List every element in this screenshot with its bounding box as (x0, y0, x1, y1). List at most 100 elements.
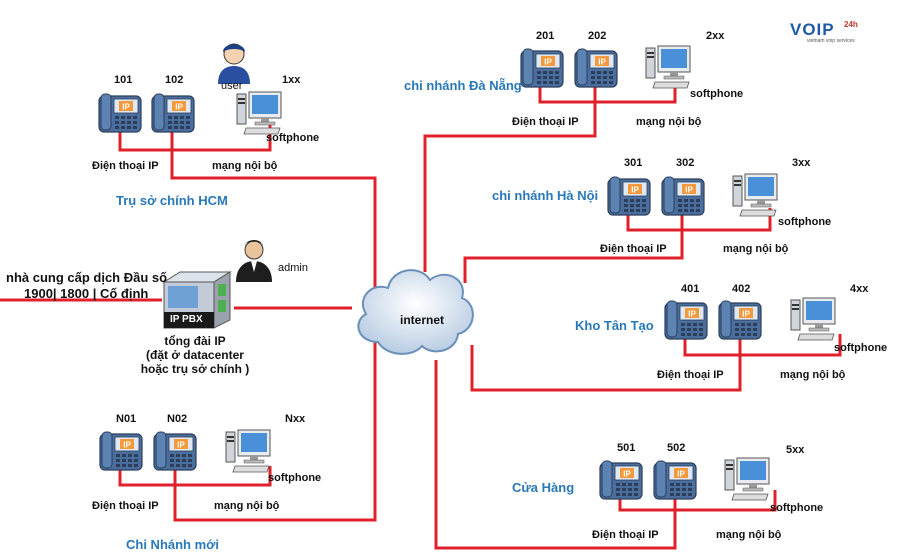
danang-lan-line (538, 82, 677, 104)
computer-icon (724, 456, 770, 502)
ext-label: 102 (165, 74, 184, 86)
svg-text:IP: IP (544, 58, 552, 67)
ext-label: 401 (681, 283, 700, 295)
branch-name: Chi Nhánh mới (126, 537, 220, 552)
ip-phone-icon: IP (606, 173, 652, 217)
danang-uplink-line (423, 86, 597, 272)
hcm-lan-line (118, 122, 272, 152)
ip-phone-icon: IP (660, 173, 706, 217)
admin-icon (236, 240, 272, 282)
ip-phone-icon: IP (150, 90, 196, 134)
ip-phone-icon: IP (652, 457, 698, 501)
computer-icon (236, 90, 282, 136)
svg-text:IP: IP (123, 441, 131, 450)
softphone-label: softphone (266, 132, 320, 144)
lan-label: mạng nội bộ (214, 500, 280, 512)
computer-icon (645, 44, 691, 90)
ext-label: 101 (114, 74, 133, 86)
branch-name: Kho Tân Tạo (575, 318, 654, 333)
softphone-label: softphone (834, 342, 888, 354)
range-label: 1xx (282, 74, 301, 86)
ip-phone-icon: IP (717, 297, 763, 341)
range-label: 4xx (850, 283, 869, 295)
softphone-label: softphone (690, 88, 744, 100)
range-label: 3xx (792, 157, 811, 169)
range-label: 5xx (786, 444, 805, 456)
lan-label: mạng nội bộ (716, 529, 782, 541)
provider-label-2: 1900| 1800 | Cố định (24, 286, 149, 301)
range-label: 2xx (706, 30, 725, 42)
pbx-label: IP PBX (170, 314, 203, 325)
ip-phone-label: Điện thoại IP (512, 116, 579, 128)
lan-label: mạng nội bộ (780, 369, 846, 381)
ext-label: N01 (116, 413, 137, 425)
lan-label: mạng nội bộ (636, 116, 702, 128)
ip-phone-label: Điện thoại IP (92, 500, 159, 512)
svg-text:IP: IP (122, 103, 130, 112)
provider-label-1: nhà cung cấp dịch Đầu số (6, 270, 168, 285)
ext-label: 202 (588, 30, 607, 42)
softphone-label: softphone (770, 502, 824, 514)
svg-text:IP: IP (685, 186, 693, 195)
ip-phone-icon: IP (598, 457, 644, 501)
moi-uplink-line (173, 340, 377, 522)
computer-icon (732, 172, 778, 218)
logo-superscript: 24h (844, 20, 858, 29)
computer-icon (225, 428, 271, 474)
ext-label: 402 (732, 283, 751, 295)
ext-label: N02 (167, 413, 188, 425)
ip-phone-icon: IP (573, 45, 619, 89)
cuahang-lan-line (618, 490, 777, 512)
ip-phone-icon: IP (97, 90, 143, 134)
branch-name: chi nhánh Đà Nẵng (404, 78, 522, 93)
svg-text:IP: IP (177, 441, 185, 450)
logo-text: VOIP (790, 20, 835, 39)
ip-phone-icon: IP (519, 45, 565, 89)
ip-phone-label: Điện thoại IP (657, 369, 724, 381)
lan-label: mạng nội bộ (212, 160, 278, 172)
svg-text:IP: IP (742, 310, 750, 319)
ext-label: 501 (617, 442, 636, 454)
admin-label: admin (278, 262, 308, 274)
ip-phone-label: Điện thoại IP (92, 160, 159, 172)
logo-subtitle: vietnam voip services (807, 38, 855, 44)
ext-label: 301 (624, 157, 643, 169)
softphone-label: softphone (268, 472, 322, 484)
hcm-uplink-line (170, 132, 377, 290)
pbx-caption-line-2: (đặt ở datacenter (146, 348, 244, 362)
computer-icon (790, 296, 836, 342)
internet-cloud-icon (357, 269, 474, 355)
ext-label: 201 (536, 30, 555, 42)
user-label: user (221, 80, 243, 92)
kho-uplink-line (470, 338, 742, 392)
svg-text:IP: IP (623, 470, 631, 479)
branch-name: Trụ sở chính HCM (116, 193, 228, 208)
svg-text:IP: IP (677, 470, 685, 479)
ext-label: 502 (667, 442, 686, 454)
branch-name: Cửa Hàng (512, 480, 575, 495)
pbx-caption-line-3: hoặc trụ sở chính ) (140, 362, 250, 376)
softphone-label: softphone (778, 216, 832, 228)
ext-label: 302 (676, 157, 695, 169)
svg-text:IP: IP (175, 103, 183, 112)
ip-phone-label: Điện thoại IP (600, 243, 667, 255)
ip-phone-icon: IP (152, 428, 198, 472)
voip24h-logo: VOIP 24h vietnam voip services (790, 20, 858, 44)
kho-lan-line (683, 334, 842, 357)
ip-phone-label: Điện thoại IP (592, 529, 659, 541)
hanoi-uplink-line (463, 214, 684, 283)
cuahang-uplink-line (434, 360, 677, 550)
pbx-caption: tổng đài IP (đặt ở datacenter hoặc trụ s… (120, 334, 270, 376)
lan-label: mạng nội bộ (723, 243, 789, 255)
user-icon (218, 43, 250, 84)
internet-label: internet (400, 313, 445, 327)
moi-lan-line (118, 466, 272, 487)
ip-pbx-icon (162, 271, 232, 329)
pbx-caption-line-1: tổng đài IP (164, 334, 226, 348)
ip-phone-icon: IP (663, 297, 709, 341)
hanoi-lan-line (626, 208, 772, 232)
ip-phone-icon: IP (98, 428, 144, 472)
branch-name: chi nhánh Hà Nội (492, 188, 599, 203)
